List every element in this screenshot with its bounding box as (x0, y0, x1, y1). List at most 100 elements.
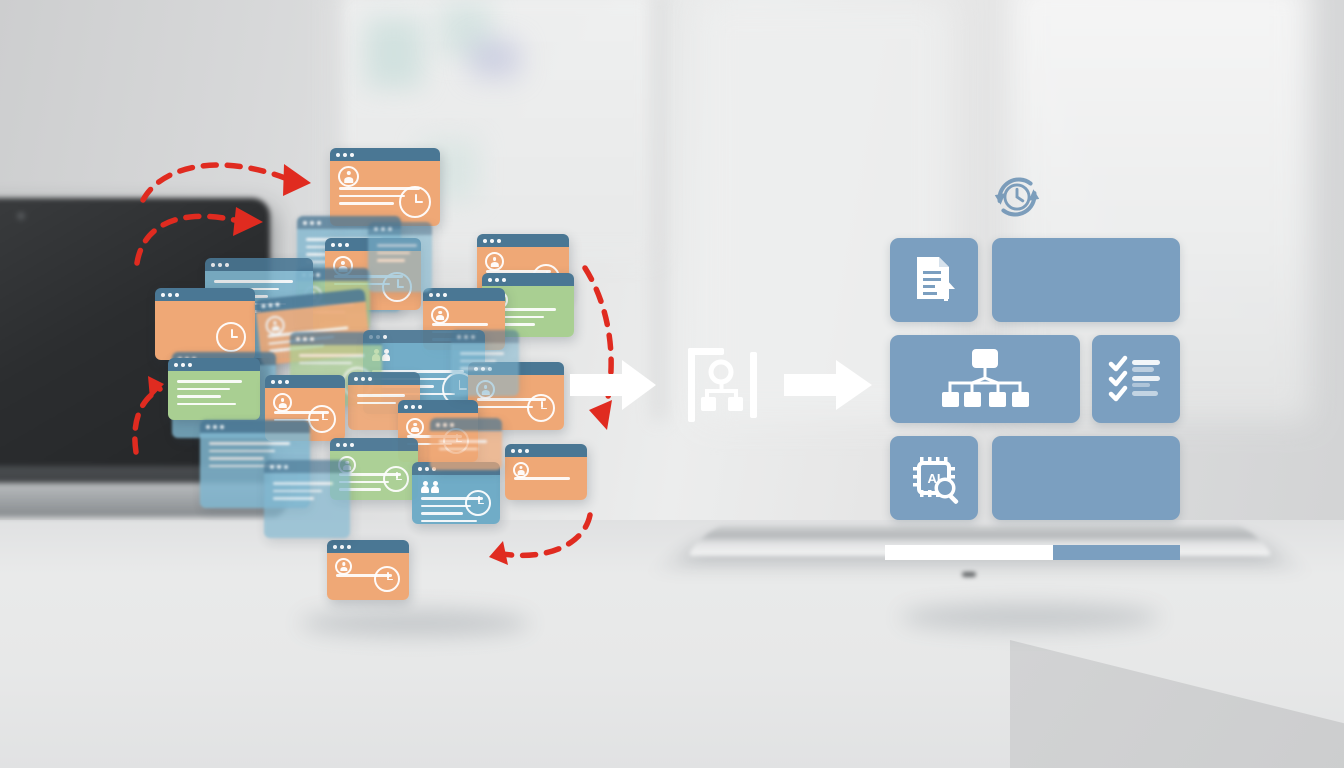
window-control-dot[interactable] (284, 464, 288, 469)
window-control-dot[interactable] (161, 292, 165, 297)
window-control-dot[interactable] (271, 379, 275, 384)
window-control-dot[interactable] (381, 226, 385, 231)
window-control-dot[interactable] (374, 226, 378, 231)
window-control-dot[interactable] (511, 448, 515, 453)
window-control-dot[interactable] (303, 220, 307, 225)
window-control-dot[interactable] (497, 238, 501, 243)
progress-bar[interactable] (885, 545, 1180, 560)
app-window-card[interactable] (155, 288, 255, 360)
window-text-lines (339, 473, 409, 491)
window-control-dot[interactable] (336, 442, 340, 447)
window-control-dot[interactable] (303, 336, 307, 341)
window-control-dot[interactable] (443, 292, 447, 297)
window-control-dot[interactable] (343, 442, 347, 447)
window-control-dot[interactable] (277, 464, 281, 469)
window-control-dot[interactable] (316, 272, 320, 277)
window-control-dot[interactable] (333, 544, 337, 549)
window-control-dot[interactable] (174, 362, 178, 367)
window-control-dot[interactable] (181, 362, 185, 367)
progress-bar-track (1053, 545, 1180, 560)
tile-ai-analysis[interactable]: AI (890, 436, 978, 520)
window-control-dot[interactable] (418, 466, 422, 471)
window-control-dot[interactable] (368, 376, 372, 381)
window-control-dot[interactable] (285, 379, 289, 384)
window-control-dot[interactable] (331, 242, 335, 247)
window-control-dot[interactable] (404, 404, 408, 409)
tile-content-a[interactable] (992, 238, 1180, 322)
window-control-dot[interactable] (270, 464, 274, 469)
clock-icon (399, 186, 431, 218)
window-text-line (460, 367, 490, 370)
window-control-dot[interactable] (488, 277, 492, 282)
tablet-charging-port (962, 572, 976, 577)
clock-refresh-icon (994, 177, 1040, 217)
window-control-dot[interactable] (175, 292, 179, 297)
window-control-dot[interactable] (443, 422, 447, 427)
window-control-dot[interactable] (450, 422, 454, 427)
window-text-line (377, 259, 405, 262)
window-control-dot[interactable] (471, 334, 475, 339)
window-control-dot[interactable] (495, 277, 499, 282)
window-control-dot[interactable] (436, 292, 440, 297)
window-control-dot[interactable] (310, 336, 314, 341)
window-title-bar (330, 438, 418, 451)
app-window-card[interactable] (430, 418, 502, 470)
window-control-dot[interactable] (278, 379, 282, 384)
app-window-card[interactable] (330, 148, 440, 226)
sticky-note-purple (470, 40, 520, 78)
desk-shadow-right (900, 604, 1160, 630)
window-control-dot[interactable] (464, 334, 468, 339)
window-control-dot[interactable] (345, 242, 349, 247)
window-control-dot[interactable] (436, 422, 440, 427)
window-control-dot[interactable] (361, 376, 365, 381)
app-window-card[interactable] (368, 222, 432, 292)
window-control-dot[interactable] (429, 292, 433, 297)
app-window-card[interactable] (330, 438, 418, 500)
tile-content-b[interactable] (992, 436, 1180, 520)
app-window-card[interactable] (505, 444, 587, 500)
window-control-dot[interactable] (317, 220, 321, 225)
window-control-dot[interactable] (383, 334, 387, 339)
window-control-dot[interactable] (483, 238, 487, 243)
window-control-dot[interactable] (338, 242, 342, 247)
app-window-card[interactable] (451, 330, 519, 396)
window-control-dot[interactable] (188, 362, 192, 367)
red-arrowhead-right (589, 400, 612, 430)
window-title-bar (451, 330, 519, 343)
app-window-card[interactable] (168, 358, 260, 420)
window-text-lines (477, 398, 555, 408)
app-window-card[interactable] (327, 540, 409, 600)
window-control-dot[interactable] (418, 404, 422, 409)
app-window-card[interactable] (264, 460, 350, 538)
window-control-dot[interactable] (350, 152, 354, 157)
window-control-dot[interactable] (220, 424, 224, 429)
tile-checklist[interactable] (1092, 335, 1180, 423)
window-control-dot[interactable] (168, 292, 172, 297)
window-control-dot[interactable] (310, 220, 314, 225)
tile-hierarchy[interactable] (890, 335, 1080, 423)
window-control-dot[interactable] (425, 466, 429, 471)
window-control-dot[interactable] (502, 277, 506, 282)
window-control-dot[interactable] (411, 404, 415, 409)
window-control-dot[interactable] (350, 442, 354, 447)
window-control-dot[interactable] (225, 262, 229, 267)
window-control-dot[interactable] (518, 448, 522, 453)
window-control-dot[interactable] (218, 262, 222, 267)
window-control-dot[interactable] (525, 448, 529, 453)
window-control-dot[interactable] (457, 334, 461, 339)
window-control-dot[interactable] (340, 544, 344, 549)
window-control-dot[interactable] (206, 424, 210, 429)
window-control-dot[interactable] (343, 152, 347, 157)
window-control-dot[interactable] (213, 424, 217, 429)
window-control-dot[interactable] (336, 152, 340, 157)
app-window-card[interactable] (412, 462, 500, 524)
window-control-dot[interactable] (296, 336, 300, 341)
window-control-dot[interactable] (211, 262, 215, 267)
window-control-dot[interactable] (388, 226, 392, 231)
window-control-dot[interactable] (354, 376, 358, 381)
tile-document-upload[interactable] (890, 238, 978, 322)
bracket-left-top (688, 348, 724, 355)
window-control-dot[interactable] (490, 238, 494, 243)
window-body (451, 343, 519, 396)
window-control-dot[interactable] (347, 544, 351, 549)
